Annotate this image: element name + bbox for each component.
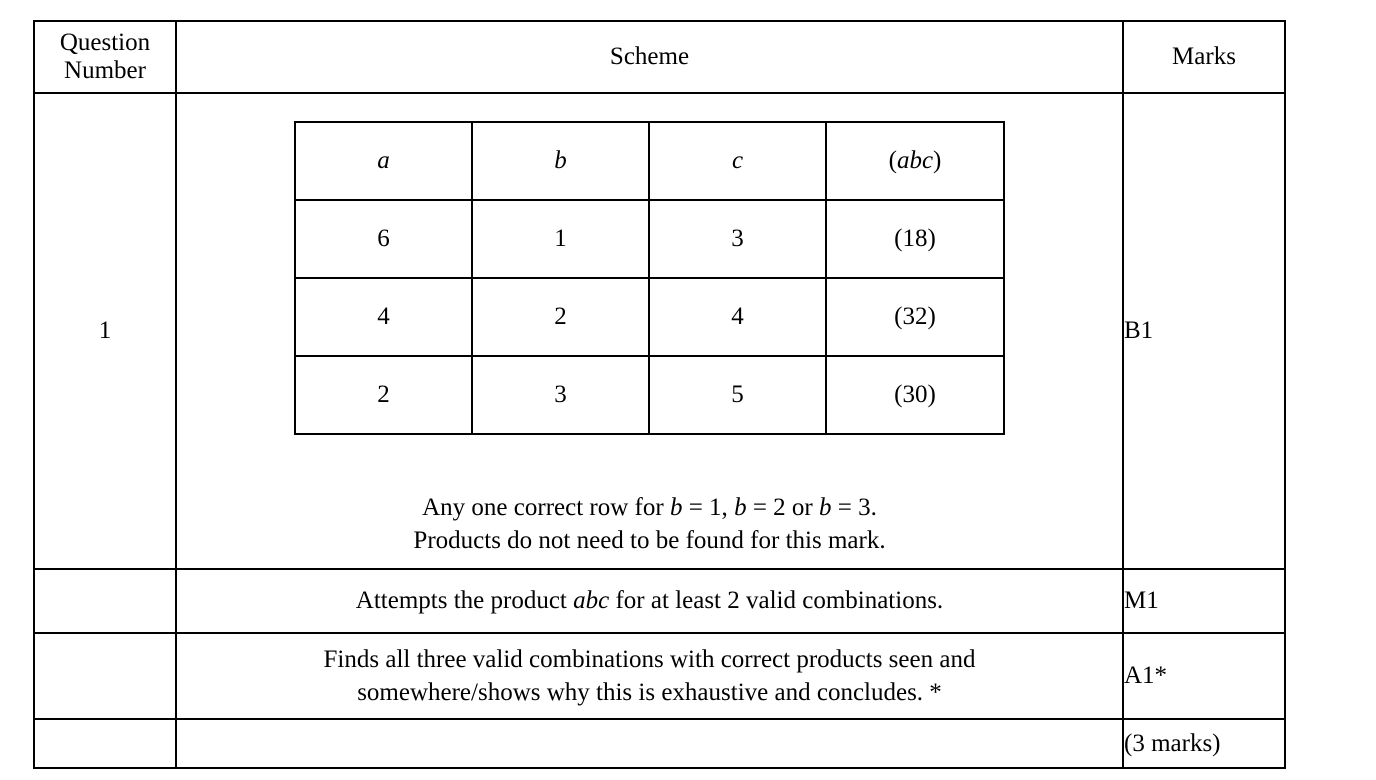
combination-table-row: 6 1 3 (18) [294,198,1005,279]
scheme-inner-wrapper: a b c (abc) 6 1 3 (18) [177,105,1122,558]
variable-b: b [669,493,683,521]
variable-c: c [731,146,744,174]
combination-table-row: 4 2 4 (32) [294,276,1005,357]
paren-open: ( [888,146,897,174]
table-row-total: (3 marks) [33,718,1286,769]
scheme-m1-prefix: Attempts the product [355,586,574,614]
variable-a: a [377,146,390,174]
combination-table-row: 2 3 5 (30) [294,354,1005,435]
header-marks: Marks [1122,20,1286,94]
table-row-a1: Finds all three valid combinations with … [33,632,1286,720]
combination-cell-b: 3 [471,354,650,435]
paren-close: ) [933,146,942,174]
scheme-cell-blank [175,718,1124,769]
variable-b: b [554,146,567,174]
header-question-number-line1: Question [59,29,151,56]
combination-header-product: (abc) [825,120,1005,201]
combination-table: a b c (abc) 6 1 3 (18) [294,120,1005,435]
combination-cell-b: 2 [471,276,650,357]
combination-cell-c: 4 [648,276,827,357]
scheme-cell-a1: Finds all three valid combinations with … [175,632,1124,720]
scheme-cell-m1: Attempts the product abc for at least 2 … [175,568,1124,634]
marks-total: (3 marks) [1122,718,1286,769]
combination-cell-a: 4 [294,276,473,357]
note-mid-1: = 1, [682,493,735,521]
scheme-note-block: Any one correct row for b = 1, b = 2 or … [177,491,1122,558]
note-mid-2: = 2 or [746,493,819,521]
combination-header-c: c [648,120,827,201]
scheme-a1-line-1: Finds all three valid combinations with … [323,646,976,673]
combination-cell-product: (30) [825,354,1005,435]
combination-cell-c: 3 [648,198,827,279]
combination-cell-b: 1 [471,198,650,279]
question-number-blank [33,632,177,720]
combination-cell-a: 2 [294,354,473,435]
combination-cell-a: 6 [294,198,473,279]
scheme-m1-suffix: for at least 2 valid combinations. [609,586,944,614]
variable-abc: abc [573,586,610,614]
header-question-number-line2: Number [64,57,146,84]
combination-header-b: b [471,120,650,201]
question-number-blank [33,568,177,634]
question-number-blank [33,718,177,769]
scheme-cell-b1: a b c (abc) 6 1 3 (18) [175,92,1124,570]
question-number-value: 1 [33,92,177,570]
combination-cell-c: 5 [648,354,827,435]
scheme-note-line-2: Products do not need to be found for thi… [413,527,886,554]
combination-header-a: a [294,120,473,201]
table-row-m1: Attempts the product abc for at least 2 … [33,568,1286,634]
note-suffix: = 3. [831,493,877,521]
combination-table-header-row: a b c (abc) [294,120,1005,201]
table-header-row: Question Number Scheme Marks [33,20,1286,94]
scheme-note-line-1: Any one correct row for b = 1, b = 2 or … [177,491,1122,525]
header-scheme: Scheme [175,20,1124,94]
mark-value-a1: A1* [1122,632,1286,720]
variable-b: b [819,493,832,521]
note-prefix: Any one correct row for [422,493,670,521]
table-row-b1: 1 a [33,92,1286,570]
variable-b: b [734,493,747,521]
combination-cell-product: (18) [825,198,1005,279]
mark-value-m1: M1 [1122,568,1286,634]
mark-value-b1: B1 [1122,92,1286,570]
combination-cell-product: (32) [825,276,1005,357]
variable-abc: abc [896,146,934,174]
scheme-a1-line-2: somewhere/shows why this is exhaustive a… [357,679,942,706]
mark-scheme-table: Question Number Scheme Marks 1 [33,20,1286,769]
header-question-number: Question Number [33,20,177,94]
